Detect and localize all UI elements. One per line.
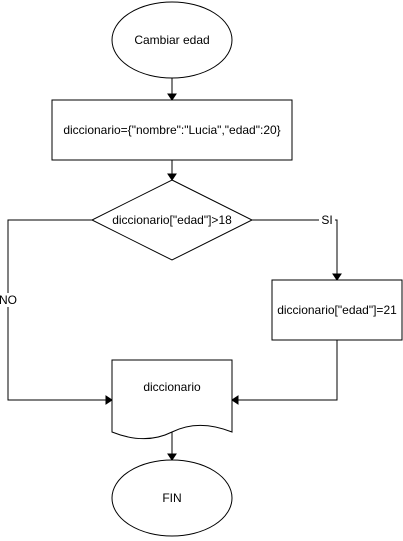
- output-document-label: diccionario: [143, 380, 201, 394]
- start-node: Cambiar edad: [111, 1, 233, 79]
- edge-yes: SI: [252, 212, 342, 281]
- edge-assign-to-decision: [167, 160, 177, 181]
- edge-yes-label: SI: [321, 213, 332, 227]
- assign-dictionary-label: diccionario={"nombre":"Lucia","edad":20}: [63, 123, 280, 137]
- decision-label: diccionario["edad"]>18: [112, 213, 232, 227]
- edge-no-label: NO: [0, 293, 17, 307]
- update-age-node: diccionario["edad"]=21: [271, 279, 403, 341]
- edge-no: NO: [0, 219, 113, 405]
- assign-dictionary-node: diccionario={"nombre":"Lucia","edad":20}: [51, 99, 293, 161]
- output-document-node: diccionario: [111, 359, 233, 440]
- update-age-label: diccionario["edad"]=21: [277, 303, 397, 317]
- end-node: FIN: [111, 459, 233, 537]
- edge-document-to-end: [167, 432, 177, 461]
- start-node-label: Cambiar edad: [134, 33, 209, 47]
- end-node-label: FIN: [162, 491, 181, 505]
- decision-node: diccionario["edad"]>18: [90, 179, 254, 261]
- edge-start-to-assign: [167, 78, 177, 101]
- edge-update-to-document: [231, 340, 338, 405]
